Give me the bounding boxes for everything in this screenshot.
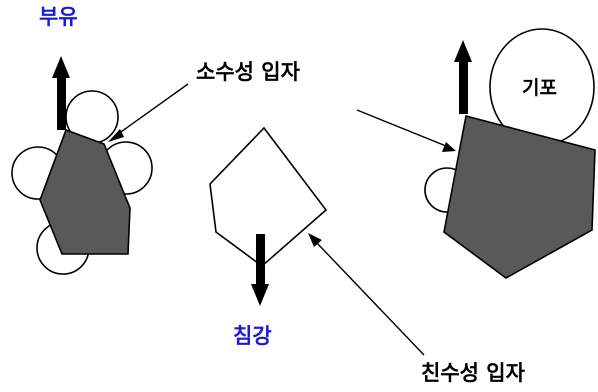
- sink-arrow-shaft: [256, 234, 265, 286]
- pointer-hydrophilic: [315, 241, 425, 356]
- label-sink: 침강: [233, 324, 272, 348]
- float-arrow-shaft-left: [57, 76, 66, 130]
- right-floating-particle-group: [424, 28, 596, 279]
- pointer-hydrophobic-to-right: [356, 109, 447, 147]
- sink-arrowhead: [251, 284, 269, 306]
- pointer-arrowhead-right: [442, 142, 456, 152]
- pointer-lines: [108, 83, 456, 356]
- label-bubble: 기포: [522, 77, 557, 99]
- hydrophilic-particle: [209, 126, 328, 268]
- hydrophobic-particle-small: [39, 128, 131, 255]
- float-arrow-shaft-right: [459, 60, 468, 114]
- center-sinking-particle-group: [209, 126, 328, 306]
- pointer-arrowhead-hydrophilic: [308, 233, 322, 247]
- float-arrowhead-left: [52, 56, 70, 78]
- pointer-arrowhead-left: [108, 129, 124, 142]
- label-float: 부유: [39, 5, 78, 29]
- pointer-hydrophobic-to-left: [117, 83, 189, 135]
- left-floating-particle-group: [11, 56, 153, 275]
- float-arrowhead-right: [454, 40, 472, 62]
- hydrophobic-particle-large: [443, 115, 596, 279]
- label-hydrophilic-particle: 친수성 입자: [421, 361, 525, 385]
- label-hydrophobic-particle: 소수성 입자: [196, 60, 300, 84]
